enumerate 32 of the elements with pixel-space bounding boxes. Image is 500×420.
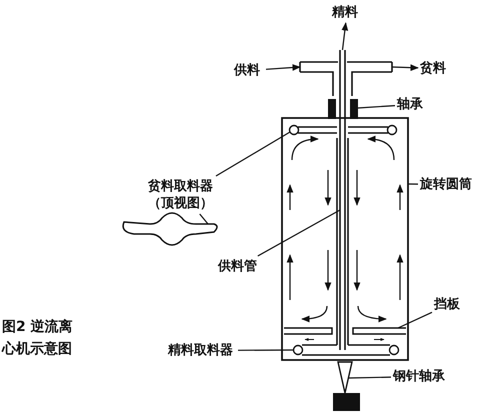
- part-label: 供料管: [218, 258, 260, 275]
- part-label: 轴承: [397, 96, 427, 113]
- leader-line: [398, 312, 432, 329]
- leader-line: [199, 214, 208, 224]
- rotor-cylinder: [281, 117, 409, 361]
- bearing-block: [328, 99, 358, 119]
- pipe: [299, 61, 339, 97]
- part-label: 挡板: [434, 296, 464, 313]
- leader-line: [238, 349, 293, 351]
- leader-line: [216, 131, 290, 177]
- scoop-tube: [292, 344, 400, 356]
- part-label: 精料: [332, 4, 362, 21]
- pipe: [336, 49, 349, 351]
- baffle-plate: [283, 327, 407, 335]
- scoop-tube: [288, 124, 398, 136]
- part-label: 精料取料器: [168, 342, 236, 359]
- part-label: 供料: [234, 62, 264, 79]
- leader-line: [257, 209, 340, 257]
- arrow: [342, 22, 348, 50]
- needle-tip: [337, 361, 353, 394]
- leader-line: [358, 105, 396, 109]
- leader-line: [348, 376, 392, 379]
- arrow: [392, 64, 419, 71]
- scoop-top-view-drawing: [122, 212, 218, 246]
- part-label: 旋转圆筒: [420, 176, 480, 193]
- figure-caption: 图2 逆流离心机示意图: [2, 318, 74, 359]
- part-label: 贫料: [420, 60, 450, 77]
- pipe: [346, 61, 393, 97]
- arrow: [266, 64, 301, 71]
- leader-line: [408, 183, 418, 185]
- part-label: 钢针轴承: [393, 368, 453, 385]
- part-label: 贫料取料器（顶视图）: [148, 178, 220, 212]
